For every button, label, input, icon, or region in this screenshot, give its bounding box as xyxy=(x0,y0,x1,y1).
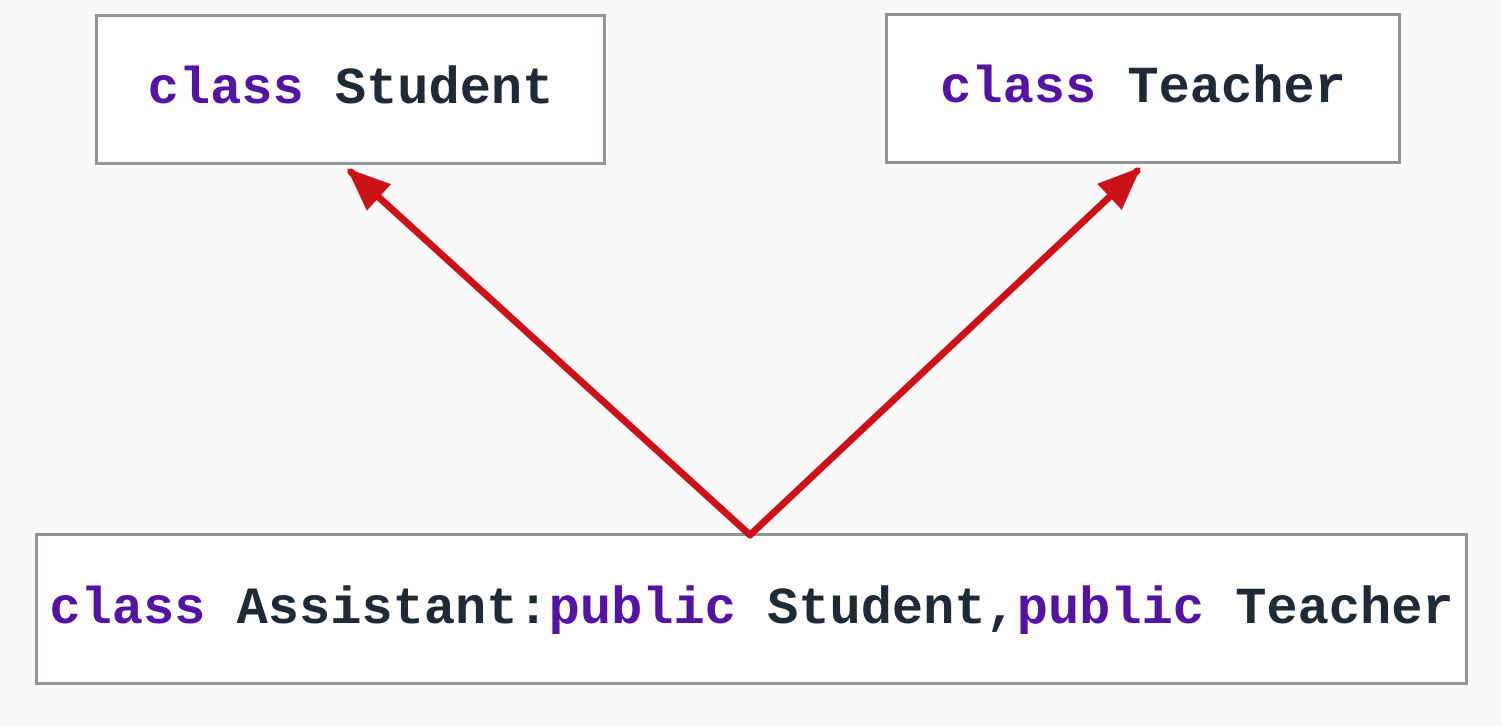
class-box-student: class Student xyxy=(95,14,606,165)
code-token-keyword: class xyxy=(147,60,335,119)
code-token-keyword: class xyxy=(940,59,1128,118)
code-token-plain: Assistant: xyxy=(236,579,549,639)
arrow-assistant-to-student xyxy=(347,168,754,539)
arrow-assistant-to-teacher xyxy=(746,167,1141,539)
code-token-plain: Teacher xyxy=(1127,59,1346,118)
code-token-plain: Student xyxy=(334,60,554,119)
code-token-keyword: class xyxy=(49,579,237,639)
code-token-keyword: public xyxy=(548,579,736,639)
class-box-assistant: class Assistant:public Student,public Te… xyxy=(35,533,1468,685)
code-token-keyword: public xyxy=(1016,579,1204,639)
class-box-teacher: class Teacher xyxy=(885,13,1401,164)
code-token-plain: Student, xyxy=(735,579,1017,639)
code-token-plain: Teacher xyxy=(1203,579,1454,639)
